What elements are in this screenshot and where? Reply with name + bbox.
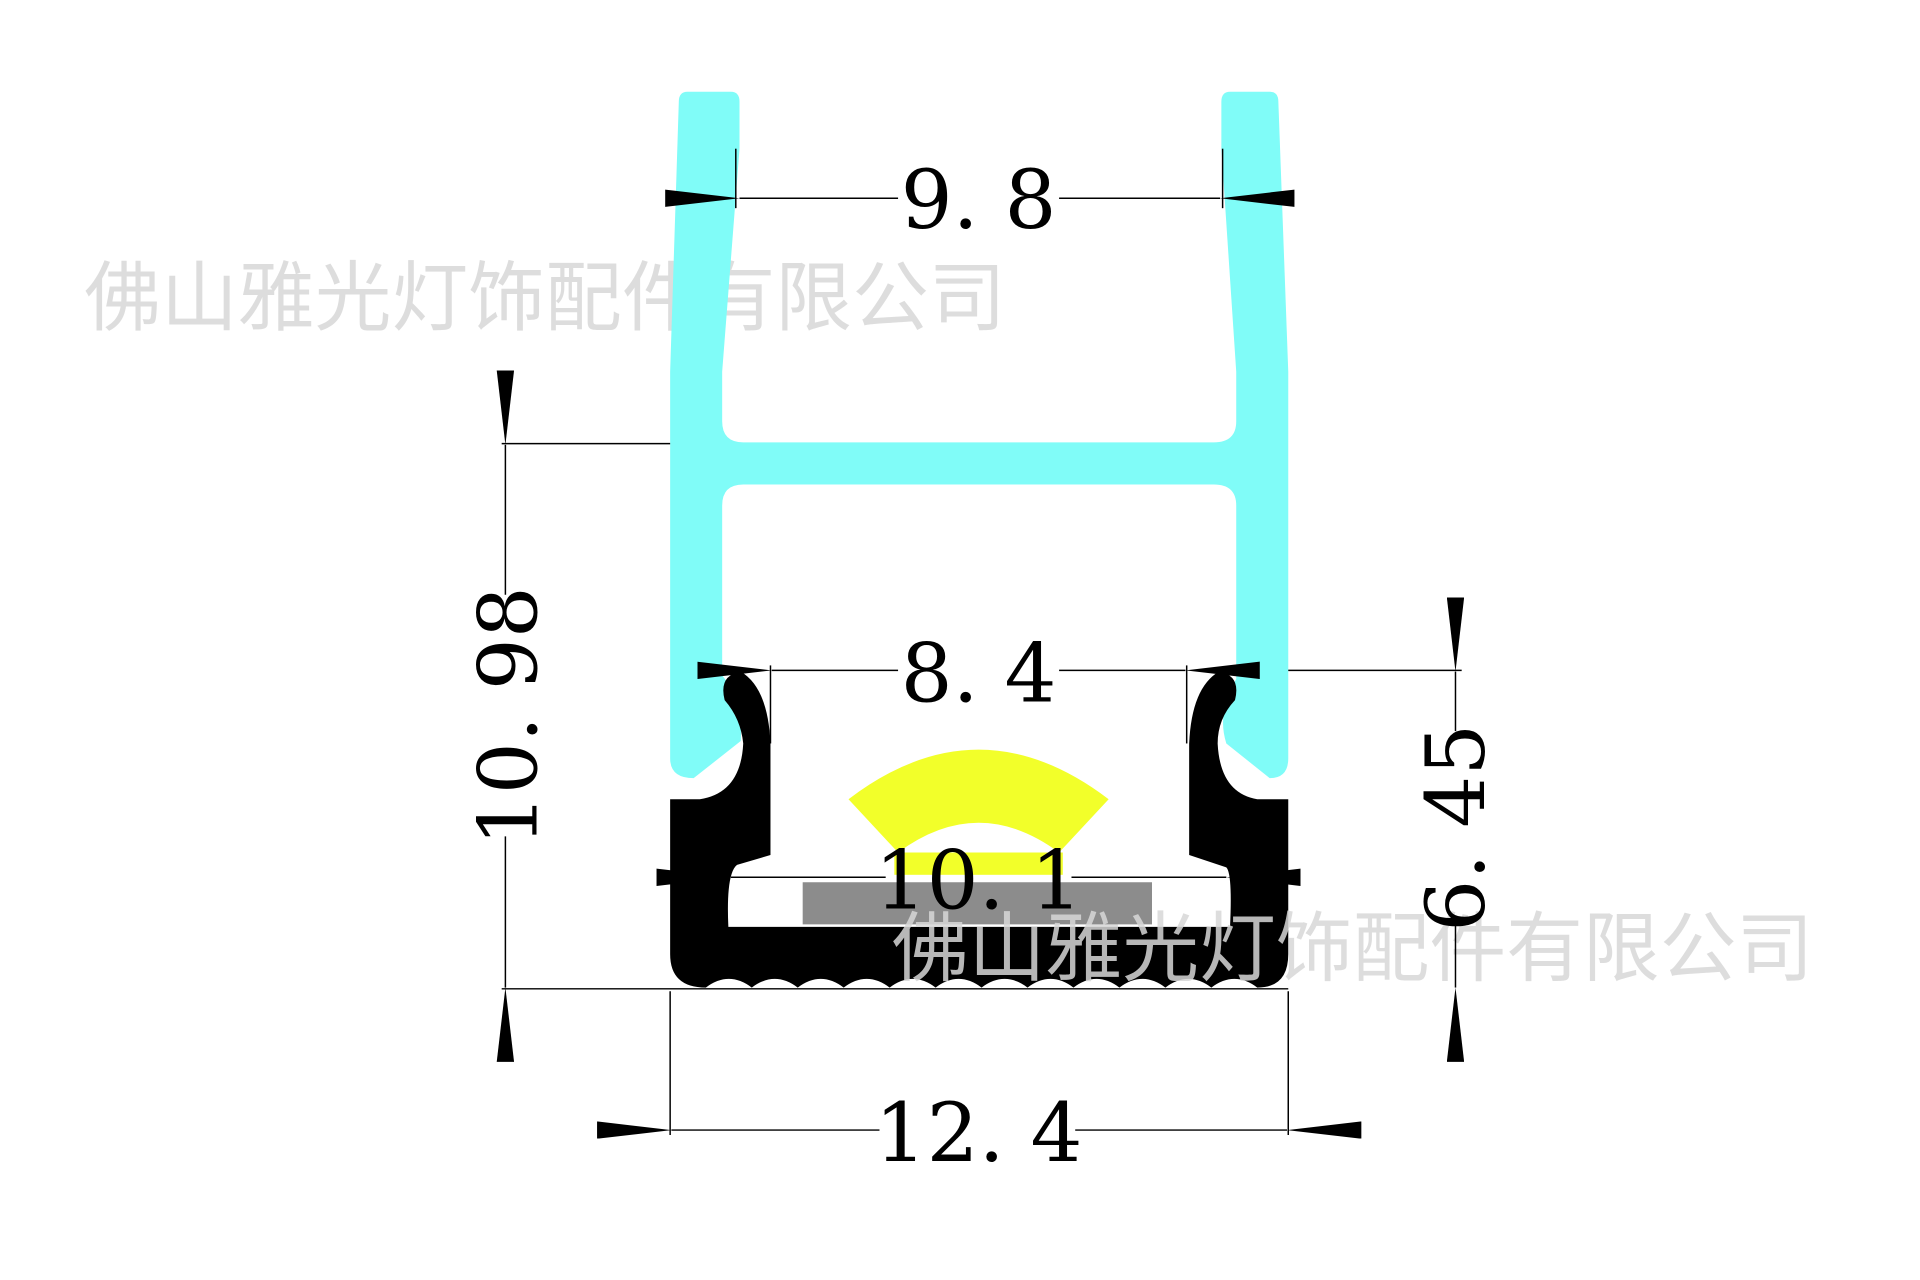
dimension-overall-width: 12. 4 xyxy=(597,991,1362,1181)
dimension-right-height: 6. 45 xyxy=(1288,597,1504,1062)
dimension-label: 8. 4 xyxy=(901,626,1057,721)
dimension-label: 6. 45 xyxy=(1409,724,1504,932)
dimension-label: 9. 8 xyxy=(901,153,1057,248)
dimension-label: 10. 1 xyxy=(875,833,1083,928)
watermark-top: 佛山雅光灯饰配件有限公司 xyxy=(84,255,1005,344)
led-light-beam xyxy=(848,749,1109,853)
aluminium-housing xyxy=(670,671,1289,988)
led-strip xyxy=(802,882,1152,925)
dimension-strip-width: 10. 1 xyxy=(656,833,1301,928)
dimension-left-height: 10. 98 xyxy=(461,370,1289,1062)
dimension-label: 10. 98 xyxy=(461,586,556,846)
dimension-inner-opening: 8. 4 xyxy=(697,626,1260,744)
watermark-bottom: 佛山雅光灯饰配件有限公司 xyxy=(892,905,1813,994)
dimension-top-opening: 9. 8 xyxy=(665,148,1295,248)
led-chip xyxy=(894,852,1063,875)
dimension-label: 12. 4 xyxy=(875,1086,1083,1181)
